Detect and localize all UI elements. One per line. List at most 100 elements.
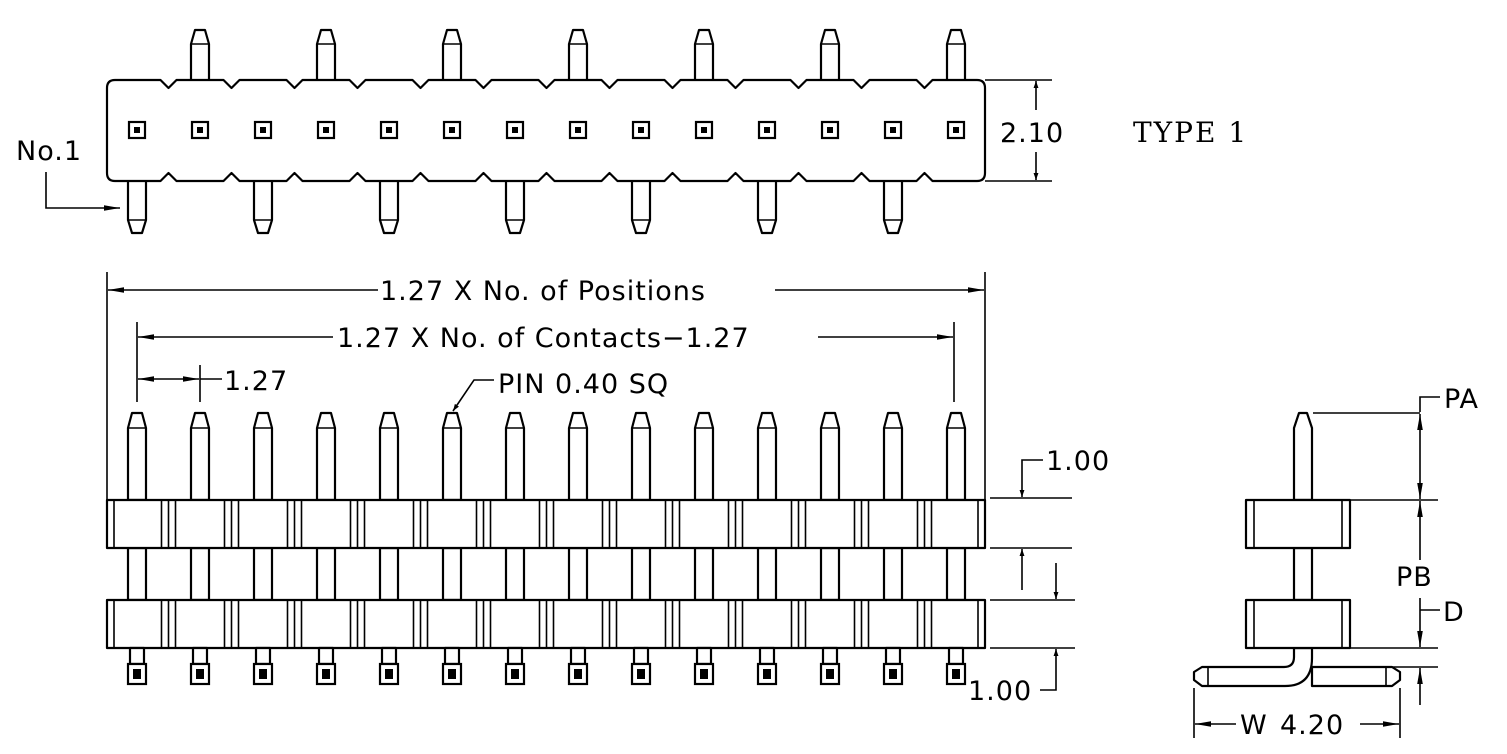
front-pin [189,411,211,502]
front-pin-mid [693,546,715,602]
side-pin-foot-right [1310,665,1402,688]
front-view: 1.27 X No. of Positions 1.27 X No. of Co… [105,272,1110,707]
top-pin-up [567,28,589,84]
front-pin [441,411,463,502]
top-pin-down [630,176,652,235]
top-pin-down [378,176,400,235]
top-pin-up [819,28,841,84]
front-pin-mid [315,546,337,602]
pin-stub [128,646,146,666]
top-thick-label: 1.00 [1046,446,1110,477]
top-view-pin-squares [127,120,966,140]
pin-end-core [763,669,771,679]
front-pin [630,411,652,502]
top-pin-down [126,176,148,235]
front-pin [945,411,967,502]
top-thick-leader [1019,459,1043,497]
pb-label: PB [1396,562,1433,593]
top-pin-up [945,28,967,84]
pin-square-core [827,127,833,133]
front-pin [882,411,904,502]
pin-end-core [385,669,393,679]
pin-end-core [826,669,834,679]
pin-square-core [197,127,203,133]
pin-end-core [322,669,330,679]
top-view: No.1 2.10 TYPE 1 [16,28,1248,235]
contacts-label: 1.27 X No. of Contacts−1.27 [337,323,750,354]
pin-end-core [574,669,582,679]
top-view-housing [105,78,987,183]
pin-stub [758,646,776,666]
front-pin-mid [567,546,589,602]
front-pin [315,411,337,502]
d-label: D [1443,597,1465,628]
front-pin-mid [819,546,841,602]
top-pin-up [189,28,211,84]
front-pin-mid [630,546,652,602]
top-view-pins-up [189,28,967,84]
type-label: TYPE 1 [1133,116,1248,149]
pin-stub [947,646,965,666]
w-label: W [1240,710,1268,741]
front-view-pin-ends [126,646,967,686]
front-pin [819,411,841,502]
top-pin-down [882,176,904,235]
pin-stub [695,646,713,666]
front-pin-mid [945,546,967,602]
front-view-upper-housing [105,498,987,550]
pin-label: PIN 0.40 SQ [498,369,669,400]
front-pin [126,411,148,502]
front-pin [252,411,274,502]
pin-square-core [512,127,518,133]
front-pin-mid [882,546,904,602]
front-pin-mid [378,546,400,602]
pin-end-core [133,669,141,679]
side-upper-housing [1244,498,1352,550]
pin-square-core [323,127,329,133]
pitch-label: 1.27 [224,366,288,397]
positions-label: 1.27 X No. of Positions [380,276,706,307]
front-pin-mid [756,546,778,602]
pin-stub [884,646,902,666]
pin-leader [452,379,494,412]
pin-end-core [259,669,267,679]
front-pin-mid [441,546,463,602]
side-lower-housing [1244,598,1352,650]
front-pin [504,411,526,502]
pin-end-core [196,669,204,679]
top-pin-down [504,176,526,235]
pin-stub [254,646,272,666]
pin-square-core [575,127,581,133]
pin-stub [569,646,587,666]
pin-square-core [890,127,896,133]
front-view-lower-housing [105,598,987,650]
pin-end-core [889,669,897,679]
pin-square-core [638,127,644,133]
pin-stub [632,646,650,666]
pin-end-core [700,669,708,679]
top-pin-up [693,28,715,84]
pin-square-core [449,127,455,133]
pin-square-core [764,127,770,133]
top-pin-down [252,176,274,235]
top-view-pins-down [126,176,904,235]
top-pin-down [756,176,778,235]
pin-square-core [386,127,392,133]
front-pin [756,411,778,502]
pin-stub [443,646,461,666]
pin-end-core [952,669,960,679]
side-pin [1292,411,1314,502]
front-pin-mid [189,546,211,602]
pa-leader [1419,396,1440,412]
pin-end-core [511,669,519,679]
pin-stub [191,646,209,666]
front-pin [693,411,715,502]
pin-stub [821,646,839,666]
side-pin-mid [1292,546,1314,602]
no1-label: No.1 [16,136,82,167]
side-pin-foot [1192,646,1314,688]
pin-stub [380,646,398,666]
front-pin [378,411,400,502]
front-pin-mid [504,546,526,602]
no1-leader [45,172,120,211]
